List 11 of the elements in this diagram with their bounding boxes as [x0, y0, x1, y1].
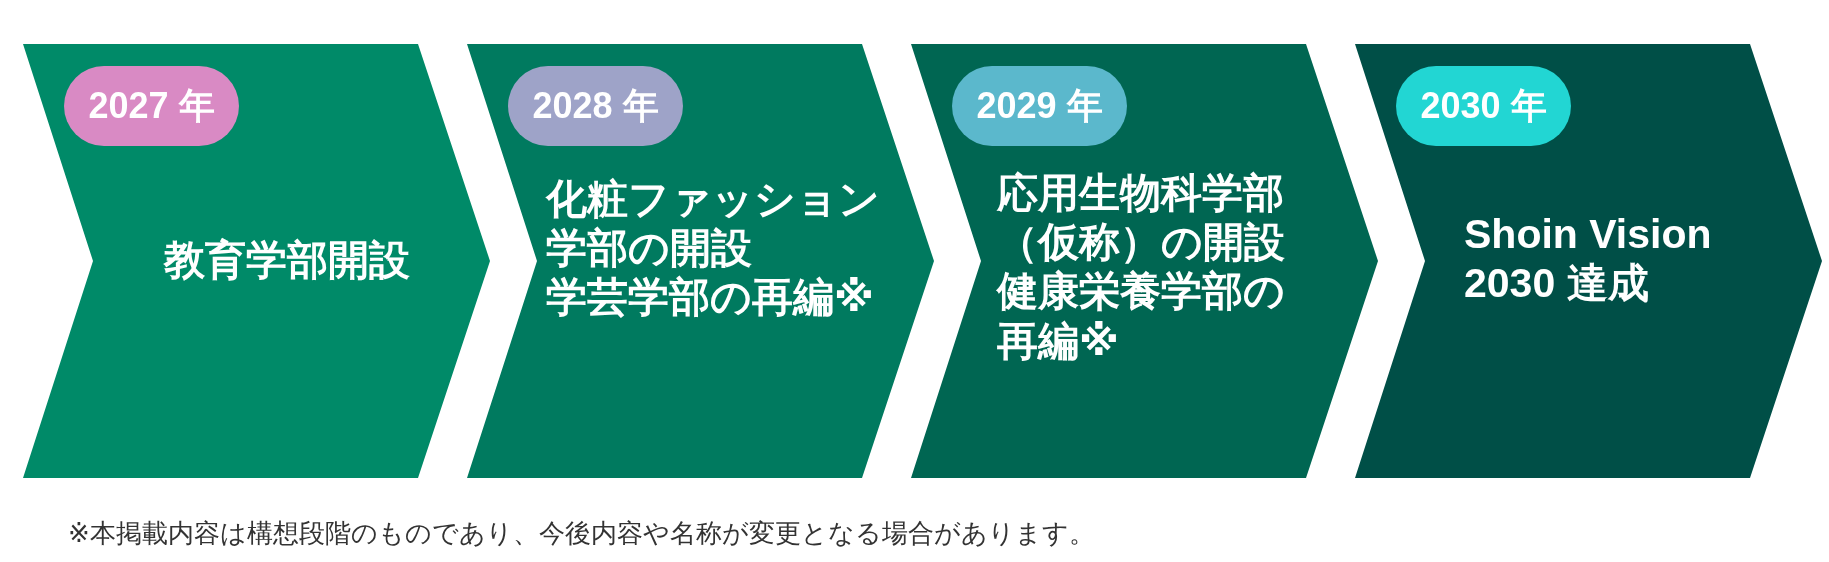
milestone-text: 応用生物科学部（仮称）の開設	[997, 169, 1286, 268]
year-badge: 2028 年	[508, 66, 683, 146]
milestone-text: 教育学部開設	[164, 236, 410, 286]
footnote: ※本掲載内容は構想段階のものであり、今後内容や名称が変更となる場合があります。	[68, 517, 1095, 550]
milestone-text: 学芸学部の再編※	[546, 273, 874, 323]
milestone-text: Shoin Vision 2030 達成	[1464, 210, 1713, 309]
milestone-text: 健康栄養学部の再編※	[997, 267, 1286, 366]
year-badge: 2030 年	[1396, 66, 1571, 146]
year-badge: 2027 年	[64, 66, 239, 146]
milestone-text: 化粧ファッション学部の開設	[546, 175, 881, 274]
year-badge: 2029 年	[952, 66, 1127, 146]
